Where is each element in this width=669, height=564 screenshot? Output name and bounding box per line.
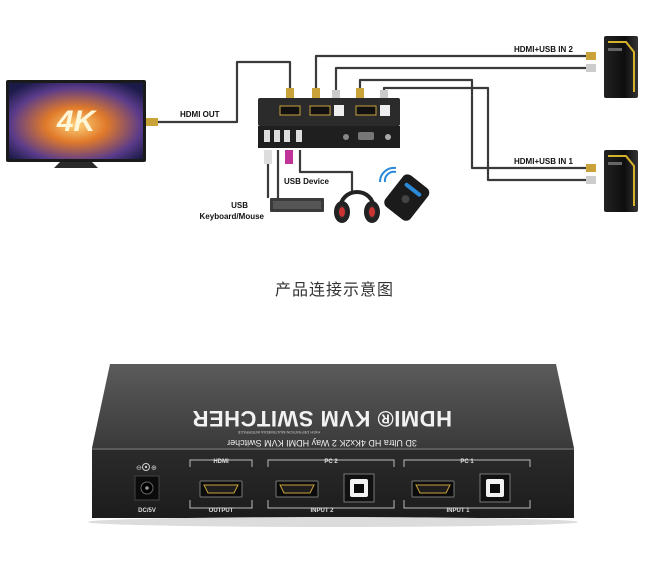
hdmi-group-label: HDMI <box>213 459 229 465</box>
usb-plug-white <box>264 150 272 164</box>
tv-4k-label: 4K <box>56 105 98 138</box>
kvm-switch-small <box>258 98 400 148</box>
pc1-hdmi-port <box>411 480 455 498</box>
pc1-usb-b-port <box>479 473 511 503</box>
pc2-label: PC 2 <box>324 459 338 465</box>
pc-bottom-label: HDMI+USB IN 1 <box>514 157 573 166</box>
keyboard <box>270 198 324 212</box>
headset <box>334 190 380 223</box>
usb-device-label: USB Device <box>284 177 329 186</box>
svg-text:⊖: ⊖ <box>136 465 142 472</box>
usb-keyboard-label-line1: USB <box>231 201 248 210</box>
usb-plug-magenta <box>285 150 293 164</box>
dc-power-port: ⊖ ⊕ <box>134 463 160 501</box>
input2-label: INPUT 2 <box>310 508 334 514</box>
hdmi-out-label: HDMI OUT <box>180 110 220 119</box>
pc2-hdmi-port <box>275 480 319 498</box>
input1-label: INPUT 1 <box>446 508 470 514</box>
pc-tower-top <box>604 36 638 98</box>
wireless-remote <box>378 166 430 221</box>
pc1-port-group <box>403 459 531 509</box>
hdmi-output-group <box>189 459 253 509</box>
tv-monitor: 4K <box>6 80 146 168</box>
pc2-port-group <box>267 459 395 509</box>
device-subtitle: 3D Ultra HD 4Kx2K 2 Way HDMI KVM Switche… <box>227 438 417 448</box>
pc1-label: PC 1 <box>460 459 474 465</box>
dc-label: DC/5V <box>138 508 156 514</box>
output-label: OUTPUT <box>209 508 234 514</box>
pc2-usb-b-port <box>343 473 375 503</box>
device-small-print: HIGH DEFINITION MULTIMEDIA INTERFACE <box>237 430 320 435</box>
pc-top-label: HDMI+USB IN 2 <box>514 45 573 54</box>
cable-connectors <box>146 52 596 184</box>
svg-text:⊕: ⊕ <box>151 465 157 472</box>
usb-keyboard-label-line2: Keyboard/Mouse <box>200 212 265 221</box>
device-brand: HDMI® KVM SWITCHER <box>192 406 452 431</box>
kvm-switch-product: HDMI® KVM SWITCHER HIGH DEFINITION MULTI… <box>88 364 578 527</box>
hdmi-output-port <box>199 480 243 498</box>
pc-tower-bottom <box>604 150 638 212</box>
diagram-caption: 产品连接示意图 <box>274 280 394 299</box>
